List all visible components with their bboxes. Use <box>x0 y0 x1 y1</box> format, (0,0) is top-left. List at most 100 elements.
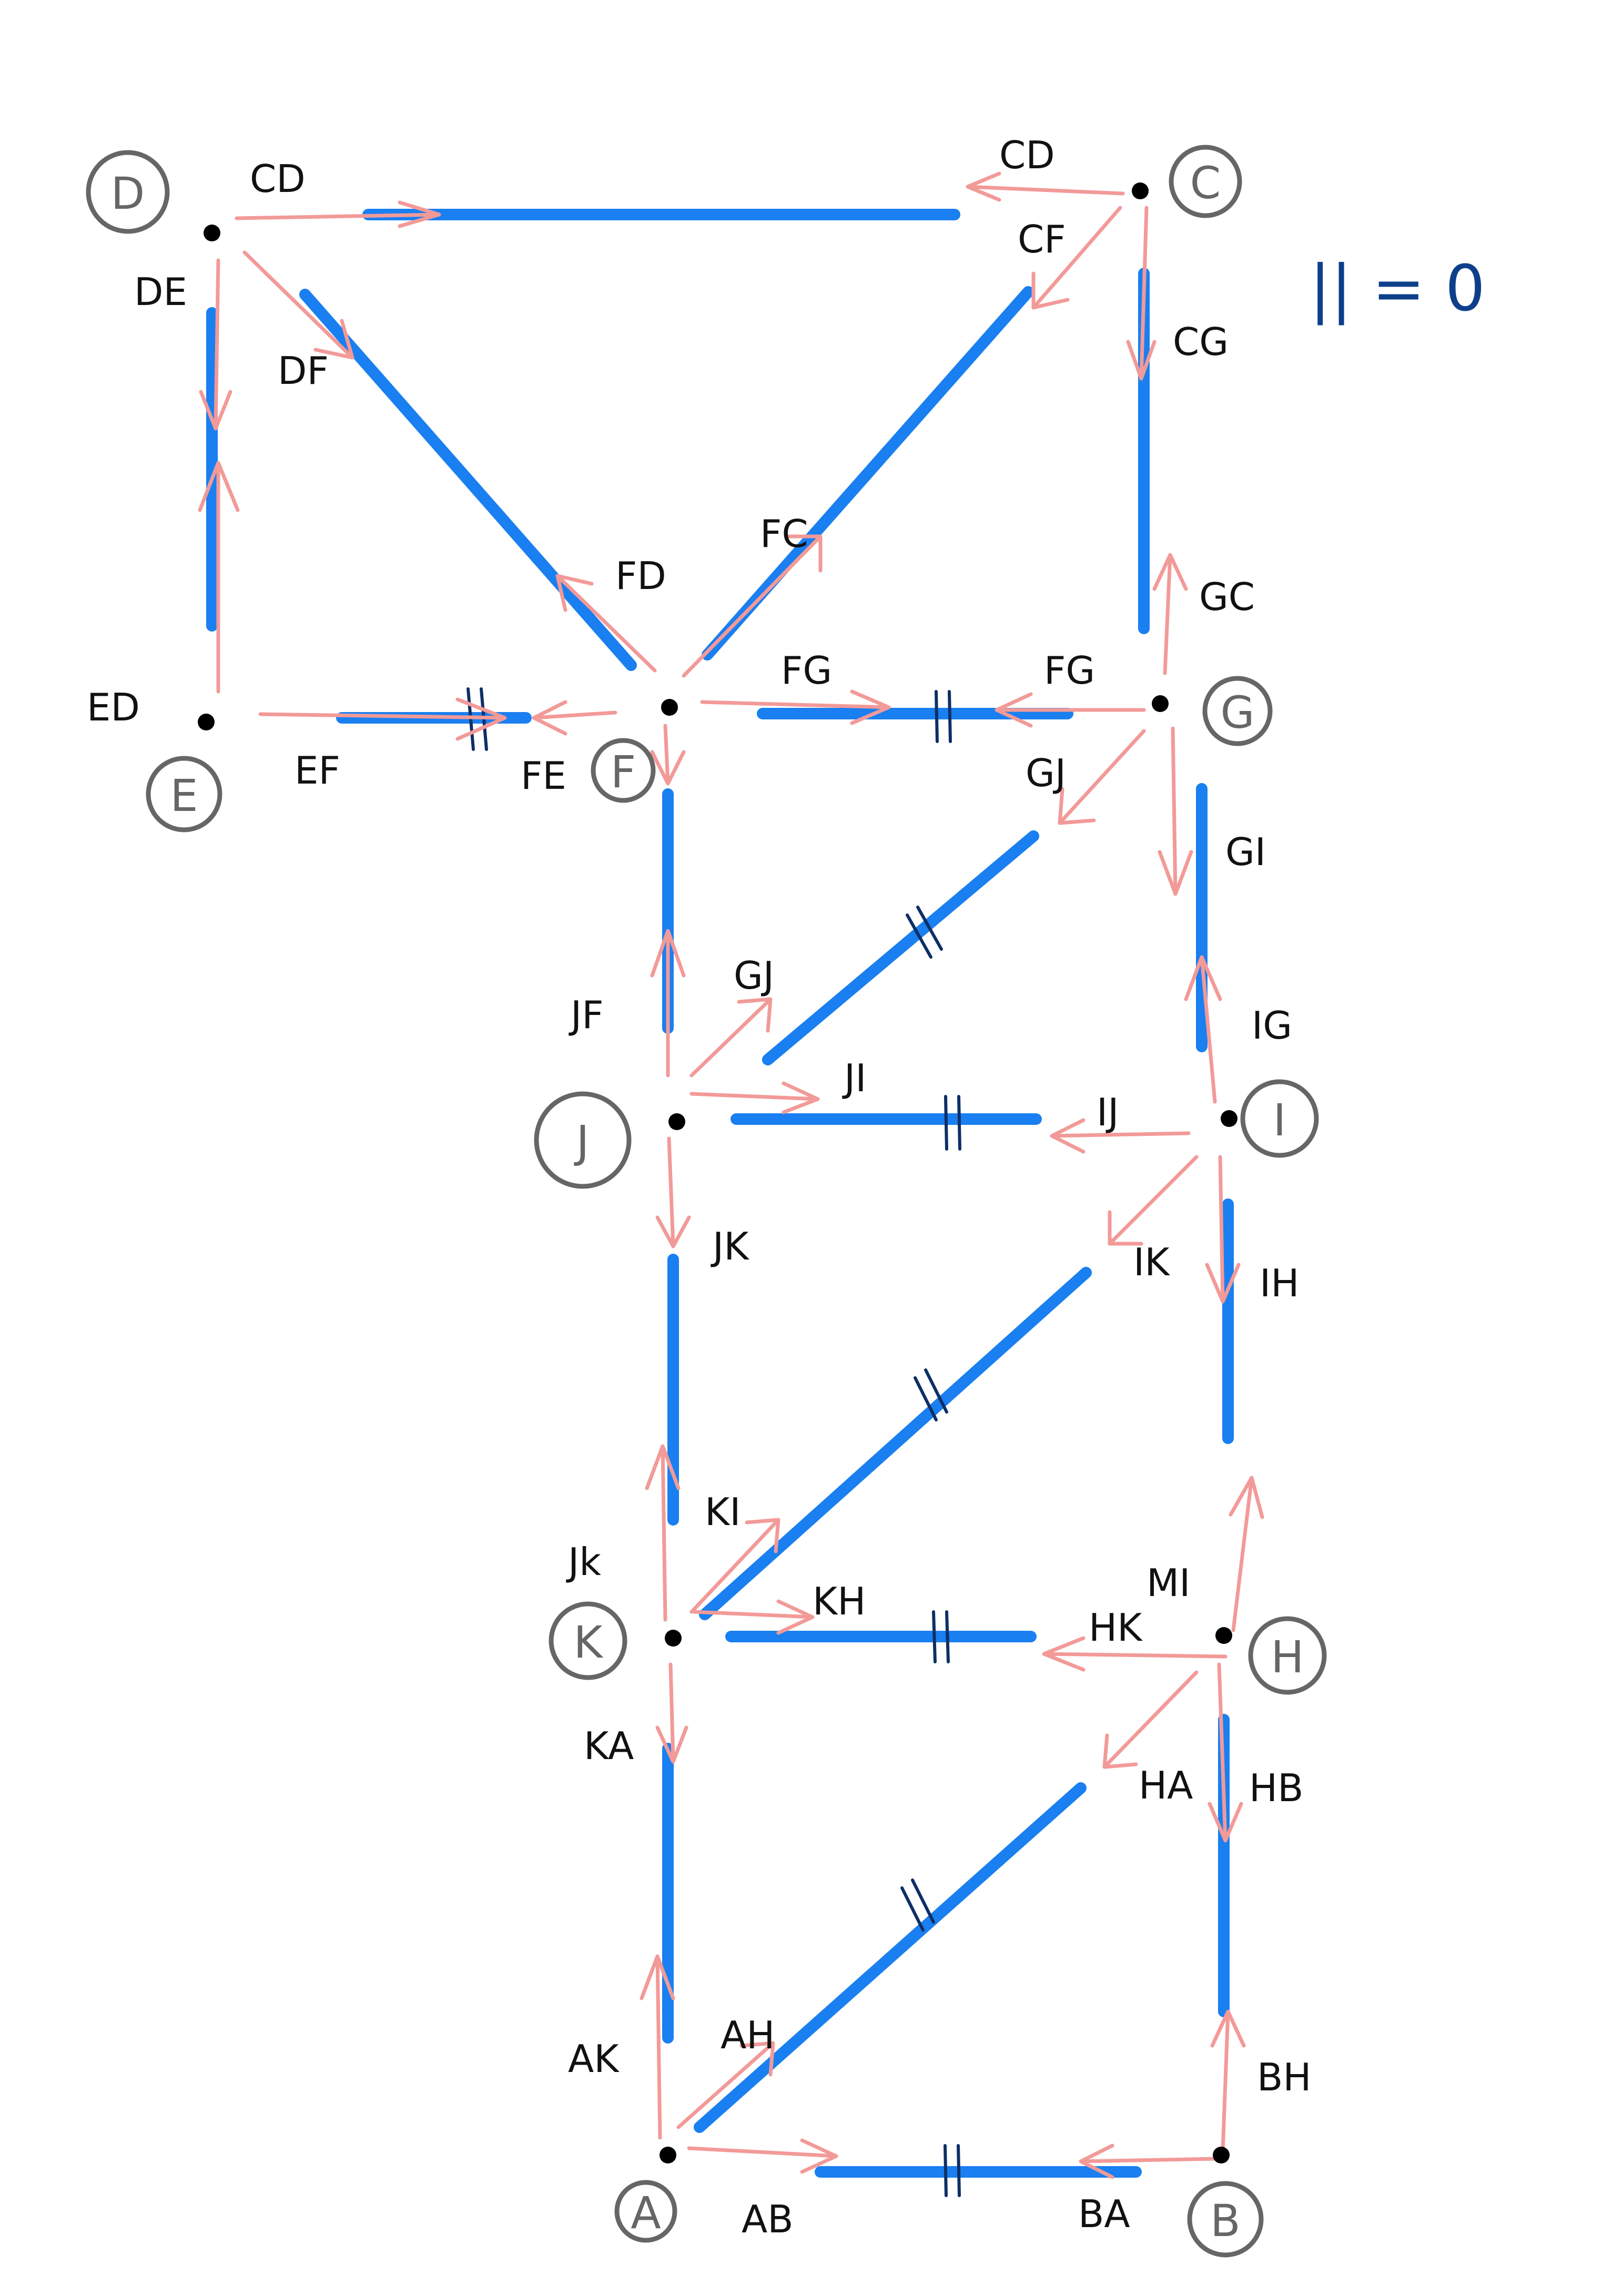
label-GI: GI <box>1225 830 1266 874</box>
arrow-JI-at-J <box>689 1081 820 1114</box>
arrow-BA-at-B <box>1079 2143 1217 2179</box>
arrow-IG-at-I <box>1184 955 1222 1104</box>
force-labels: CD CD CF CG DE DF FD FC GC ED EF FE FG F… <box>87 133 1312 2241</box>
label-JI: JI <box>842 1056 866 1100</box>
arrow-KI-at-K <box>689 1518 780 1614</box>
zero-mark-AB <box>944 2144 961 2197</box>
label-KI: KI <box>705 1490 741 1534</box>
label-FC: FC <box>760 512 808 556</box>
arrow-EF-at-E <box>258 697 507 741</box>
node-dot-I <box>1221 1110 1237 1127</box>
zero-mark-HA <box>900 1878 935 1932</box>
label-IK: IK <box>1133 1240 1170 1284</box>
label-DE: DE <box>134 270 187 314</box>
label-HK: HK <box>1089 1606 1143 1650</box>
arrow-CG-at-C <box>1126 206 1157 381</box>
label-AK: AK <box>568 2037 620 2081</box>
arrow-FG-at-F <box>700 689 891 725</box>
arrow-GI-at-G <box>1158 726 1193 896</box>
arrow-AK-at-A <box>640 1954 675 2140</box>
arrow-KA-at-K <box>655 1662 688 1764</box>
arrow-HI-at-H <box>1229 1476 1264 1632</box>
label-KH: KH <box>813 1579 866 1623</box>
node-dot-H <box>1215 1627 1232 1644</box>
zero-mark-KH <box>932 1610 950 1663</box>
arrow-AH-at-A <box>676 2041 775 2129</box>
svg-text:A: A <box>631 2187 661 2239</box>
arrow-FD-at-F <box>555 574 657 673</box>
node-label-I: I <box>1240 1079 1319 1158</box>
node-label-H: H <box>1248 1616 1327 1695</box>
node-dot-D <box>204 225 220 241</box>
node-label-C: C <box>1169 145 1242 218</box>
arrow-HB-at-H <box>1208 1662 1243 1843</box>
label-GC: GC <box>1199 575 1255 619</box>
label-MI: MI <box>1147 1561 1190 1605</box>
node-dot-F <box>661 699 678 716</box>
label-IH: IH <box>1260 1261 1299 1305</box>
arrow-IK-at-I <box>1108 1155 1199 1246</box>
node-dot-G <box>1152 695 1169 712</box>
label-BA: BA <box>1078 2192 1130 2236</box>
svg-text:G: G <box>1220 687 1254 738</box>
node-dot-B <box>1213 2147 1230 2163</box>
zero-mark-IK <box>914 1368 948 1421</box>
arrow-HA-at-H <box>1102 1670 1199 1769</box>
node-label-D: D <box>86 150 170 234</box>
arrow-ED-at-E <box>198 461 240 694</box>
label-KA: KA <box>584 1724 634 1768</box>
svg-text:C: C <box>1190 157 1221 209</box>
label-CG: CG <box>1173 320 1229 364</box>
arrow-HK-at-H <box>1042 1636 1228 1672</box>
svg-text:F: F <box>611 746 636 798</box>
label-FG-at-F: FG <box>781 648 832 693</box>
arrow-JF-at-J <box>650 929 686 1078</box>
svg-text:H: H <box>1271 1631 1304 1683</box>
label-CD-at-C: CD <box>999 133 1055 177</box>
label-FG-at-G: FG <box>1044 648 1095 693</box>
arrow-FJ-at-F <box>650 724 686 786</box>
node-label-J: J <box>534 1091 632 1189</box>
label-JK-at-K: Jk <box>566 1540 601 1584</box>
arrow-FE-at-F <box>532 700 617 736</box>
arrow-FC-at-F <box>682 534 823 678</box>
member-DF <box>299 289 637 671</box>
node-dot-J <box>668 1113 685 1130</box>
node-label-K: K <box>549 1601 627 1680</box>
label-HB: HB <box>1249 1766 1304 1810</box>
zero-mark-JI <box>944 1095 961 1151</box>
member-IK <box>699 1267 1092 1620</box>
arrow-CD-at-D <box>235 200 441 228</box>
svg-text:E: E <box>170 770 198 821</box>
arrow-IJ-at-I <box>1050 1118 1191 1154</box>
member-GJ <box>762 830 1039 1065</box>
node-label-B: B <box>1187 2181 1264 2258</box>
node-dot-C <box>1132 182 1149 199</box>
arrow-GJ-at-J <box>689 997 773 1078</box>
arrow-GC-at-G <box>1152 553 1188 675</box>
arrow-DE-at-D <box>199 258 232 431</box>
node-label-E: E <box>146 756 222 832</box>
node-label-G: G <box>1202 676 1273 746</box>
node-dots <box>198 182 1237 2163</box>
arrow-CF-at-C <box>1031 206 1122 310</box>
zero-mark-GJ <box>906 906 943 959</box>
label-EF: EF <box>295 748 340 793</box>
zero-mark-FG <box>935 690 952 743</box>
label-IJ: IJ <box>1097 1090 1119 1134</box>
svg-text:J: J <box>574 1116 590 1167</box>
label-CD-at-D: CD <box>250 157 306 201</box>
node-dot-E <box>198 714 215 730</box>
label-AB: AB <box>742 2197 794 2241</box>
arrow-DF-at-D <box>242 250 354 360</box>
node-labels: D C E F G J I K H A B <box>86 145 1327 2258</box>
label-JF: JF <box>569 993 604 1037</box>
arrow-AB-at-A <box>687 2138 838 2174</box>
arrow-JK-at-K <box>645 1444 681 1622</box>
member-CF <box>702 286 1034 661</box>
node-label-A: A <box>614 2180 677 2243</box>
label-BH: BH <box>1257 2055 1312 2099</box>
label-ED: ED <box>87 685 140 729</box>
arrow-KH-at-K <box>692 1599 815 1635</box>
arrow-IH-at-I <box>1205 1155 1241 1304</box>
